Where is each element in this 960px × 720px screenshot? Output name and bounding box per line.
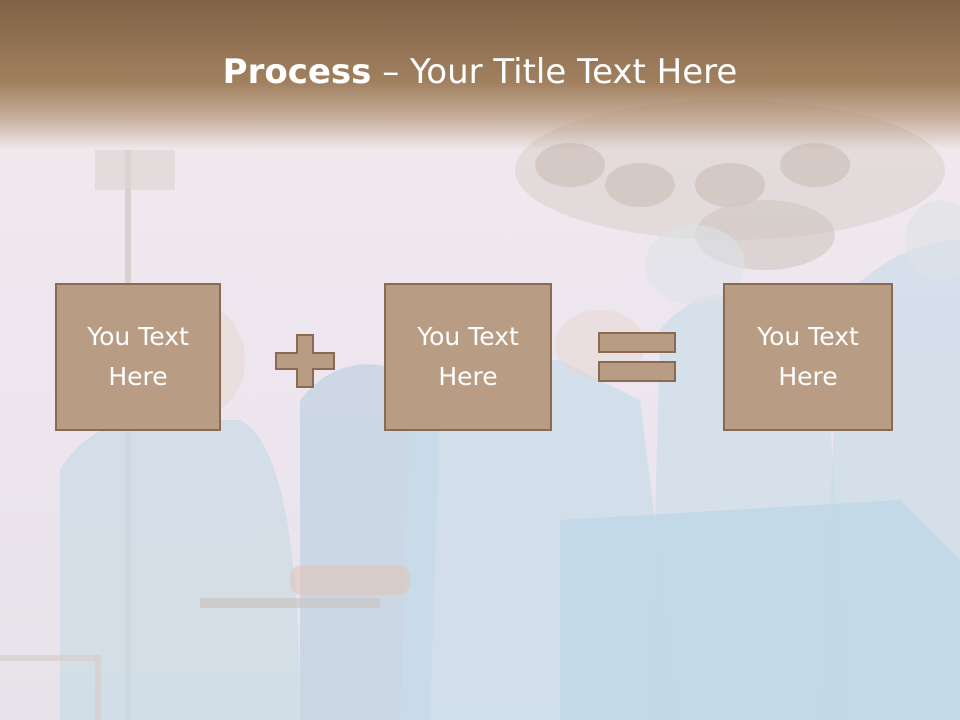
plus-icon <box>275 334 335 388</box>
text-box-2[interactable]: You Text Here <box>384 283 552 431</box>
title-rest: Your Title Text Here <box>410 52 738 92</box>
text-box-3[interactable]: You Text Here <box>723 283 893 431</box>
title-dash: – <box>371 52 411 92</box>
text-box-1[interactable]: You Text Here <box>55 283 221 431</box>
text-box-2-label: You Text Here <box>417 322 519 391</box>
equals-icon <box>598 332 676 382</box>
title-bold: Process <box>222 52 372 92</box>
text-box-1-label: You Text Here <box>87 322 189 391</box>
header-band <box>0 0 960 150</box>
text-box-3-label: You Text Here <box>757 322 859 391</box>
slide-title[interactable]: Process – Your Title Text Here <box>0 52 960 92</box>
